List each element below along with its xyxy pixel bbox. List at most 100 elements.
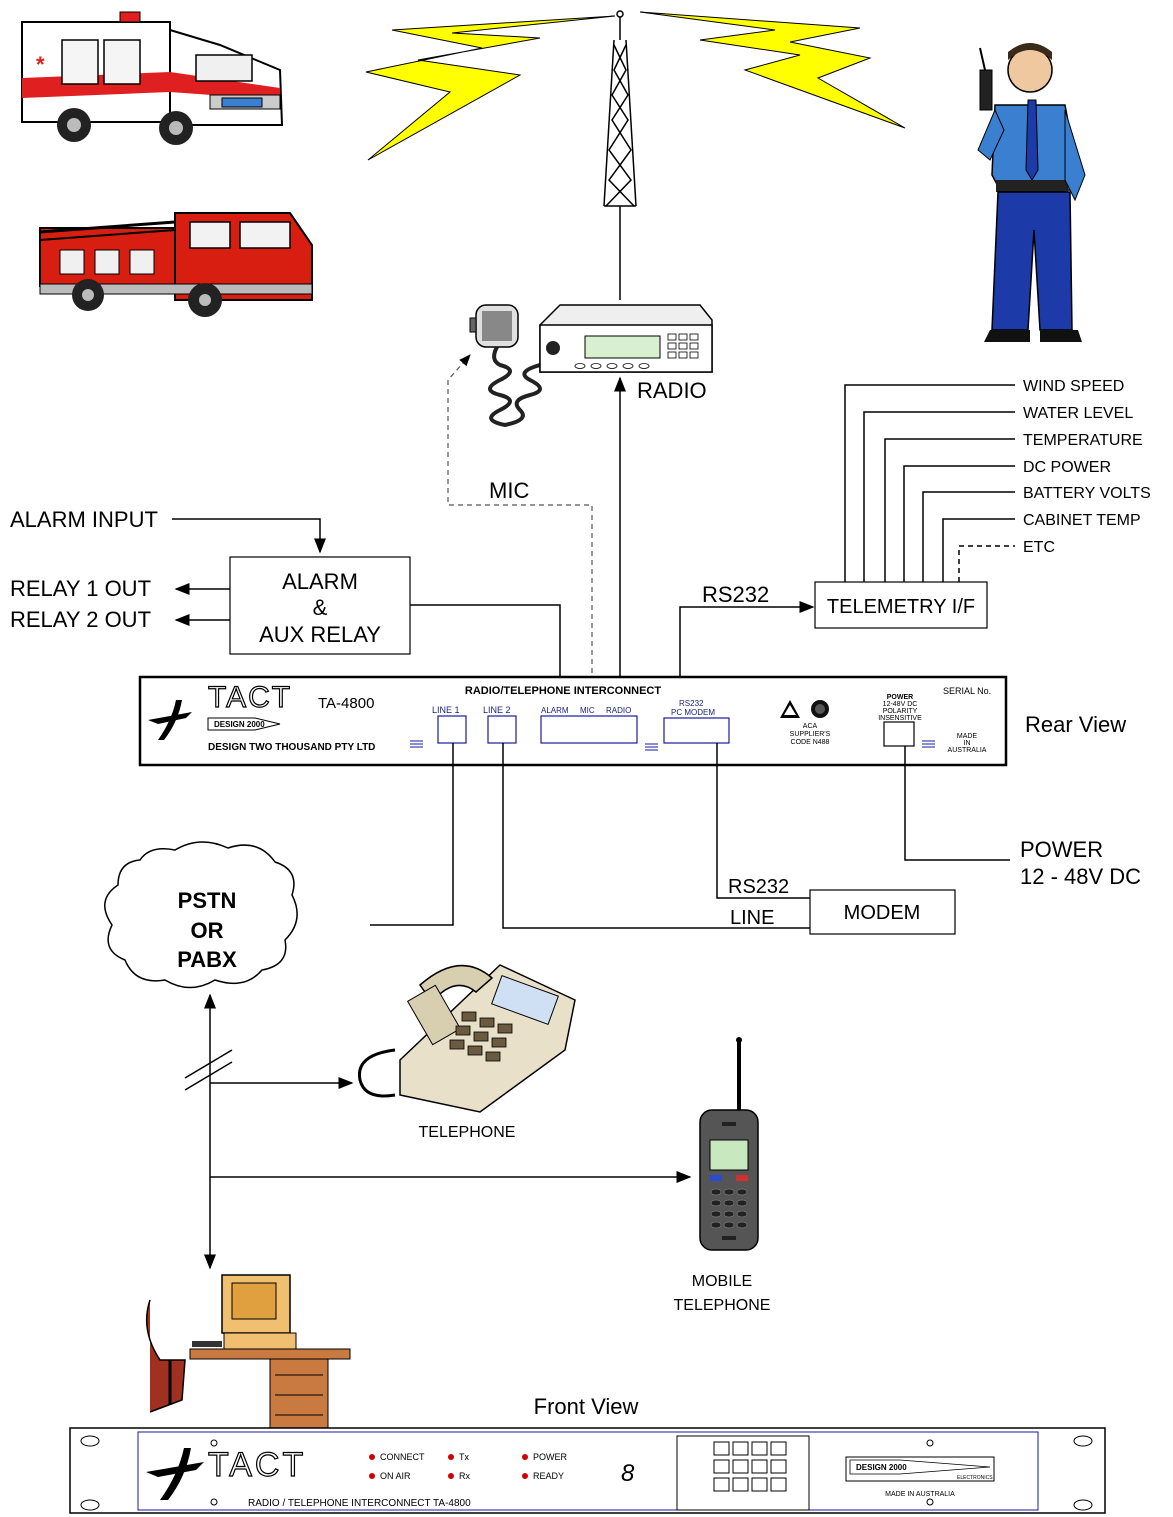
- power-cable: [904, 746, 1010, 861]
- front-made-in: MADE IN AUSTRALIA: [885, 1491, 955, 1498]
- led-on-air-label: ON AIR: [380, 1471, 411, 1481]
- telemetry-input-battery-volts: BATTERY VOLTS: [1023, 485, 1151, 502]
- mic-label: MIC: [489, 478, 529, 503]
- key-7[interactable]: [751, 1459, 768, 1474]
- relay2-label: RELAY 2 OUT: [10, 607, 151, 632]
- alarm-box-line1: ALARM: [282, 569, 358, 594]
- rear-panel: TACT TA-4800 DESIGN 2000 DESIGN TWO THOU…: [138, 675, 1008, 767]
- relay1-label: RELAY 1 OUT: [10, 576, 151, 601]
- rear-insensitive: INSENSITIVE: [878, 715, 922, 722]
- telemetry-input-etc: ETC: [1023, 539, 1055, 556]
- front-view-label: Front View: [534, 1394, 639, 1419]
- rear-company: DESIGN TWO THOUSAND PTY LTD: [208, 742, 375, 753]
- pstn-line2: OR: [191, 918, 224, 943]
- key-12[interactable]: [770, 1477, 787, 1492]
- mic-cable: [447, 354, 593, 700]
- led-rx-label: Rx: [459, 1471, 470, 1481]
- rs232-modem-cable: [716, 743, 810, 899]
- rear-model: TA-4800: [318, 695, 374, 712]
- mobile-label-1: MOBILE: [692, 1273, 752, 1290]
- telemetry-label: TELEMETRY I/F: [827, 596, 975, 618]
- led-connect-label: CONNECT: [380, 1452, 425, 1462]
- aca-line1: ACA: [803, 723, 818, 730]
- svg-text:*: *: [36, 52, 45, 77]
- telemetry-box: [814, 581, 988, 629]
- key-6[interactable]: [732, 1459, 749, 1474]
- rack-hole-tl: [80, 1435, 100, 1447]
- alarm-relay-box: [229, 556, 411, 655]
- telemetry-input-wind-speed: WIND SPEED: [1023, 378, 1124, 395]
- vent-icon: [410, 740, 935, 751]
- rear-australia: AUSTRALIA: [948, 747, 987, 754]
- keypad[interactable]: [713, 1441, 787, 1492]
- led-power: [522, 1454, 528, 1460]
- lightning-bolts: [365, 11, 906, 161]
- led-connect: [369, 1454, 375, 1460]
- modem-box: [809, 889, 956, 935]
- key-2[interactable]: [732, 1441, 749, 1456]
- desk-telephone-icon: [357, 964, 576, 1113]
- mobile-label-2: TELEPHONE: [674, 1297, 771, 1314]
- port-line1[interactable]: [437, 715, 467, 744]
- aca-triangle-icon: [780, 700, 800, 718]
- key-3[interactable]: [751, 1441, 768, 1456]
- port-pc-modem[interactable]: [663, 717, 730, 744]
- led-tx: [448, 1454, 454, 1460]
- alarm-input-label: ALARM INPUT: [10, 507, 158, 532]
- rear-logo-text: DESIGN 2000: [214, 720, 265, 729]
- rs232-modem-label: RS232: [728, 876, 789, 898]
- key-11[interactable]: [751, 1477, 768, 1492]
- pstn-line3: PABX: [177, 947, 237, 972]
- rs232-top-label: RS232: [702, 582, 769, 607]
- telemetry-input-temperature: TEMPERATURE: [1023, 432, 1143, 449]
- rear-in: IN: [964, 740, 971, 747]
- microphone-icon: [469, 304, 542, 428]
- line2-cable: [502, 743, 810, 929]
- front-panel: TACT RADIO / TELEPHONE INTERCONNECT TA-4…: [69, 1427, 1106, 1514]
- rear-polarity: POLARITY: [883, 708, 918, 715]
- front-tact-bird-logo: [146, 1448, 204, 1500]
- led-on-air: [369, 1473, 375, 1479]
- led-ready: [522, 1473, 528, 1479]
- front-brand: TACT: [208, 1446, 306, 1484]
- front-subtitle: RADIO / TELEPHONE INTERCONNECT TA-4800: [248, 1498, 471, 1509]
- alarm-box-line3: AUX RELAY: [259, 622, 381, 647]
- rear-view-label: Rear View: [1025, 712, 1126, 737]
- rack-hole-br: [1073, 1499, 1093, 1511]
- telemetry-input-cabinet-temp: CABINET TEMP: [1023, 512, 1141, 529]
- port-radio-label: RADIO: [606, 706, 631, 715]
- alarm-input-line: [172, 518, 326, 554]
- alarm-box-line2: &: [313, 595, 328, 620]
- key-1[interactable]: [713, 1441, 730, 1456]
- led-rx: [448, 1473, 454, 1479]
- key-10[interactable]: [732, 1477, 749, 1492]
- rear-power-spec: 12-48V DC: [883, 701, 918, 708]
- telephone-label: TELEPHONE: [419, 1124, 516, 1141]
- rack-hole-bl: [80, 1499, 100, 1511]
- radio-unit-icon: [539, 304, 713, 373]
- telemetry-input-water-level: WATER LEVEL: [1023, 405, 1133, 422]
- rear-title: RADIO/TELEPHONE INTERCONNECT: [465, 685, 661, 697]
- seven-segment-display: 8: [621, 1460, 635, 1487]
- port-line2[interactable]: [487, 715, 517, 744]
- tact-bird-logo: [148, 700, 192, 740]
- key-9[interactable]: [713, 1477, 730, 1492]
- ctick-icon: [811, 700, 829, 718]
- front-logo-subtext: ELECTRONICS: [957, 1475, 993, 1481]
- radio-label: RADIO: [637, 378, 707, 403]
- port-alarm-label: ALARM: [541, 706, 569, 715]
- key-5[interactable]: [713, 1459, 730, 1474]
- rear-power-label: POWER: [887, 694, 913, 701]
- port-power[interactable]: [883, 721, 915, 747]
- led-ready-label: READY: [533, 1471, 564, 1481]
- port-rs232-label: RS232: [679, 699, 704, 708]
- port-alarm-mic-radio[interactable]: [540, 715, 638, 744]
- rear-serial: SERIAL No.: [943, 686, 991, 696]
- port-line1-label: LINE 1: [432, 705, 460, 715]
- modem-label: MODEM: [844, 902, 921, 924]
- key-8[interactable]: [770, 1459, 787, 1474]
- aca-line3: CODE N488: [791, 739, 830, 746]
- lightning-bolt-left: [365, 15, 616, 161]
- key-4[interactable]: [770, 1441, 787, 1456]
- lightning-bolt-right: [639, 11, 906, 129]
